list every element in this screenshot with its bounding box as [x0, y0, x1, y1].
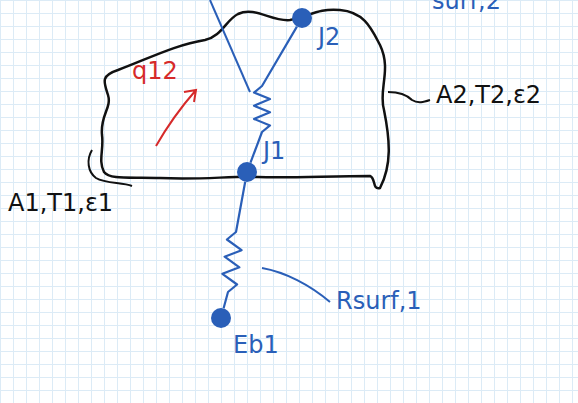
- annotation-label: surf,2: [432, 0, 501, 14]
- leader-line: [262, 268, 330, 302]
- node-label: J2: [318, 24, 340, 50]
- junction-node: J1: [237, 162, 257, 182]
- wire: [210, 0, 250, 92]
- leader-line: [388, 92, 430, 102]
- node-label: J1: [263, 138, 285, 164]
- junction-dot: [237, 162, 257, 182]
- junction-dot: [211, 308, 231, 328]
- junction-node: Eb1: [211, 308, 231, 328]
- node-label: Eb1: [233, 332, 279, 358]
- annotation-label: Rsurf,1: [336, 288, 422, 314]
- junction-dot: [292, 8, 312, 28]
- annotation-label: A1,T1,ε1: [8, 190, 113, 216]
- annotation-label: q12: [132, 58, 178, 84]
- junction-node: J2: [292, 8, 312, 28]
- annotation-label: A2,T2,ε2: [436, 82, 541, 108]
- heat-flow-arrow: [156, 90, 196, 146]
- enclosure-outline: [101, 10, 389, 189]
- leader-line: [89, 150, 132, 186]
- resistor-connector: [222, 182, 245, 308]
